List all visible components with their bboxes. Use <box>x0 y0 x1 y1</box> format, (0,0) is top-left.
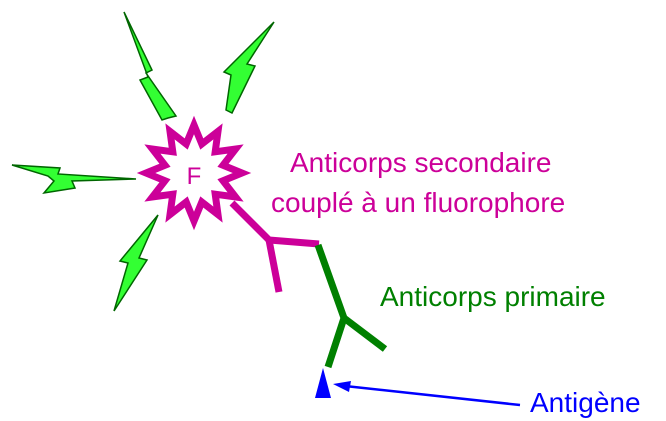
antigen-triangle <box>315 368 331 398</box>
fluorophore: F <box>146 125 242 221</box>
label-primary-antibody: Anticorps primaire <box>380 281 606 312</box>
lightning-bolt-top-right <box>224 22 274 113</box>
label-antigen: Antigène <box>530 387 641 418</box>
primary-antibody <box>318 245 385 367</box>
emission-bolts <box>12 12 274 311</box>
antigen-arrow <box>333 381 520 405</box>
label-secondary-antibody-line2: couplé à un fluorophore <box>271 187 565 218</box>
fluorophore-letter: F <box>187 163 202 190</box>
primary-antibody-stem <box>318 245 344 367</box>
lightning-bolt-bottom-left <box>114 215 158 311</box>
lightning-bolt-left <box>12 165 136 193</box>
primary-antibody-arm <box>344 318 385 349</box>
secondary-antibody-arm <box>269 240 279 292</box>
lightning-bolt-top-left <box>124 12 176 120</box>
label-secondary-antibody-line1: Anticorps secondaire <box>290 147 551 178</box>
